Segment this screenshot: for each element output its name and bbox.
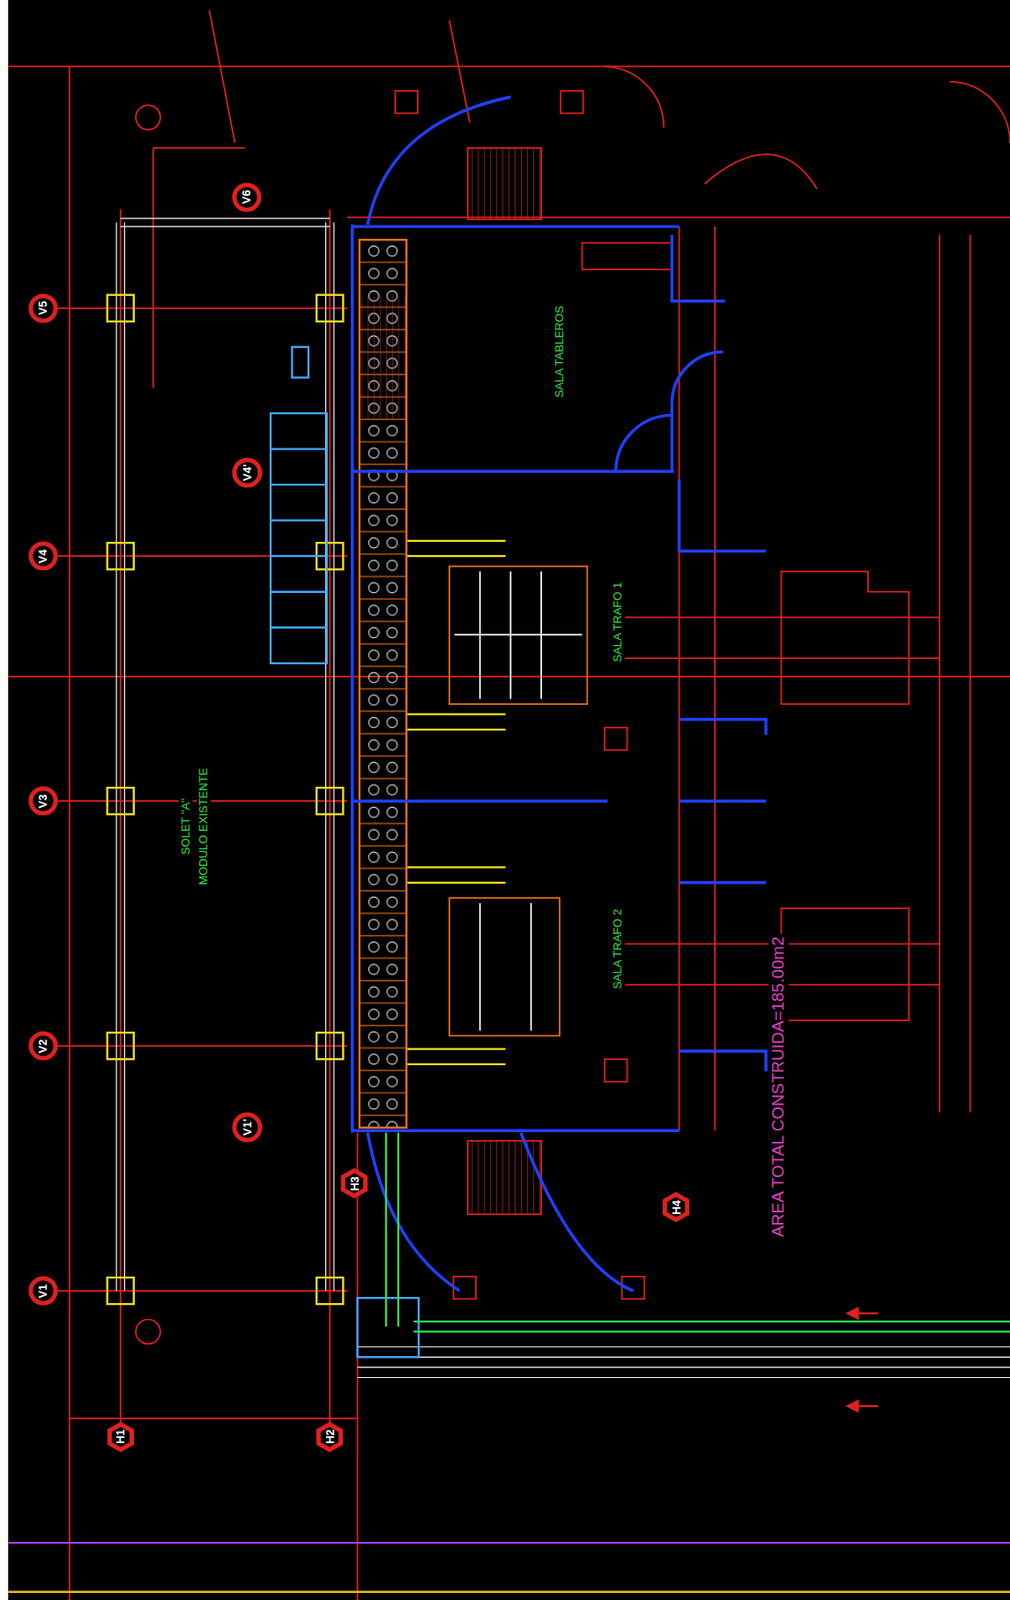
room-label: SALA TABLEROS [552,303,567,401]
room-label: AREA TOTAL CONSTRUIDA=185.00m2 [768,934,789,1241]
grid-axis-bubble: V4' [233,459,261,487]
grid-hex-marker: H3 [341,1170,368,1197]
grid-axis-bubble: V3 [29,787,57,815]
axis-label: V2 [37,1039,49,1054]
grid-axis-bubble: V4 [29,542,57,570]
axis-label: H4 [670,1200,683,1216]
grid-hex-marker: H4 [662,1194,690,1221]
grid-axis-bubble: V1' [233,1113,261,1142]
room-label: SALA TRAFO 1 [610,579,625,666]
axis-label: V5 [37,301,49,316]
axis-label: V1' [241,1119,253,1137]
grid-hex-marker: H1 [107,1424,134,1451]
grid-axis-bubble: V2 [29,1032,57,1060]
axis-label: H1 [114,1429,127,1445]
axis-label: V4 [37,549,49,564]
axis-label: V4' [241,464,253,482]
axis-label: V1 [37,1284,49,1299]
grid-hex-marker: H2 [316,1424,343,1451]
room-label: SOLET "A" [178,795,194,858]
axis-label: V6 [241,190,253,205]
axis-label: H3 [349,1176,361,1192]
grid-axis-bubble: V1 [29,1277,57,1305]
room-label: SALA TRAFO 2 [610,906,625,993]
grid-axis-bubble: V5 [29,295,57,322]
axis-label: H2 [324,1429,336,1445]
axis-label: V3 [37,794,49,809]
grid-axis-bubble: V6 [233,184,260,211]
room-label: MODULO EXISTENTE [197,765,212,889]
